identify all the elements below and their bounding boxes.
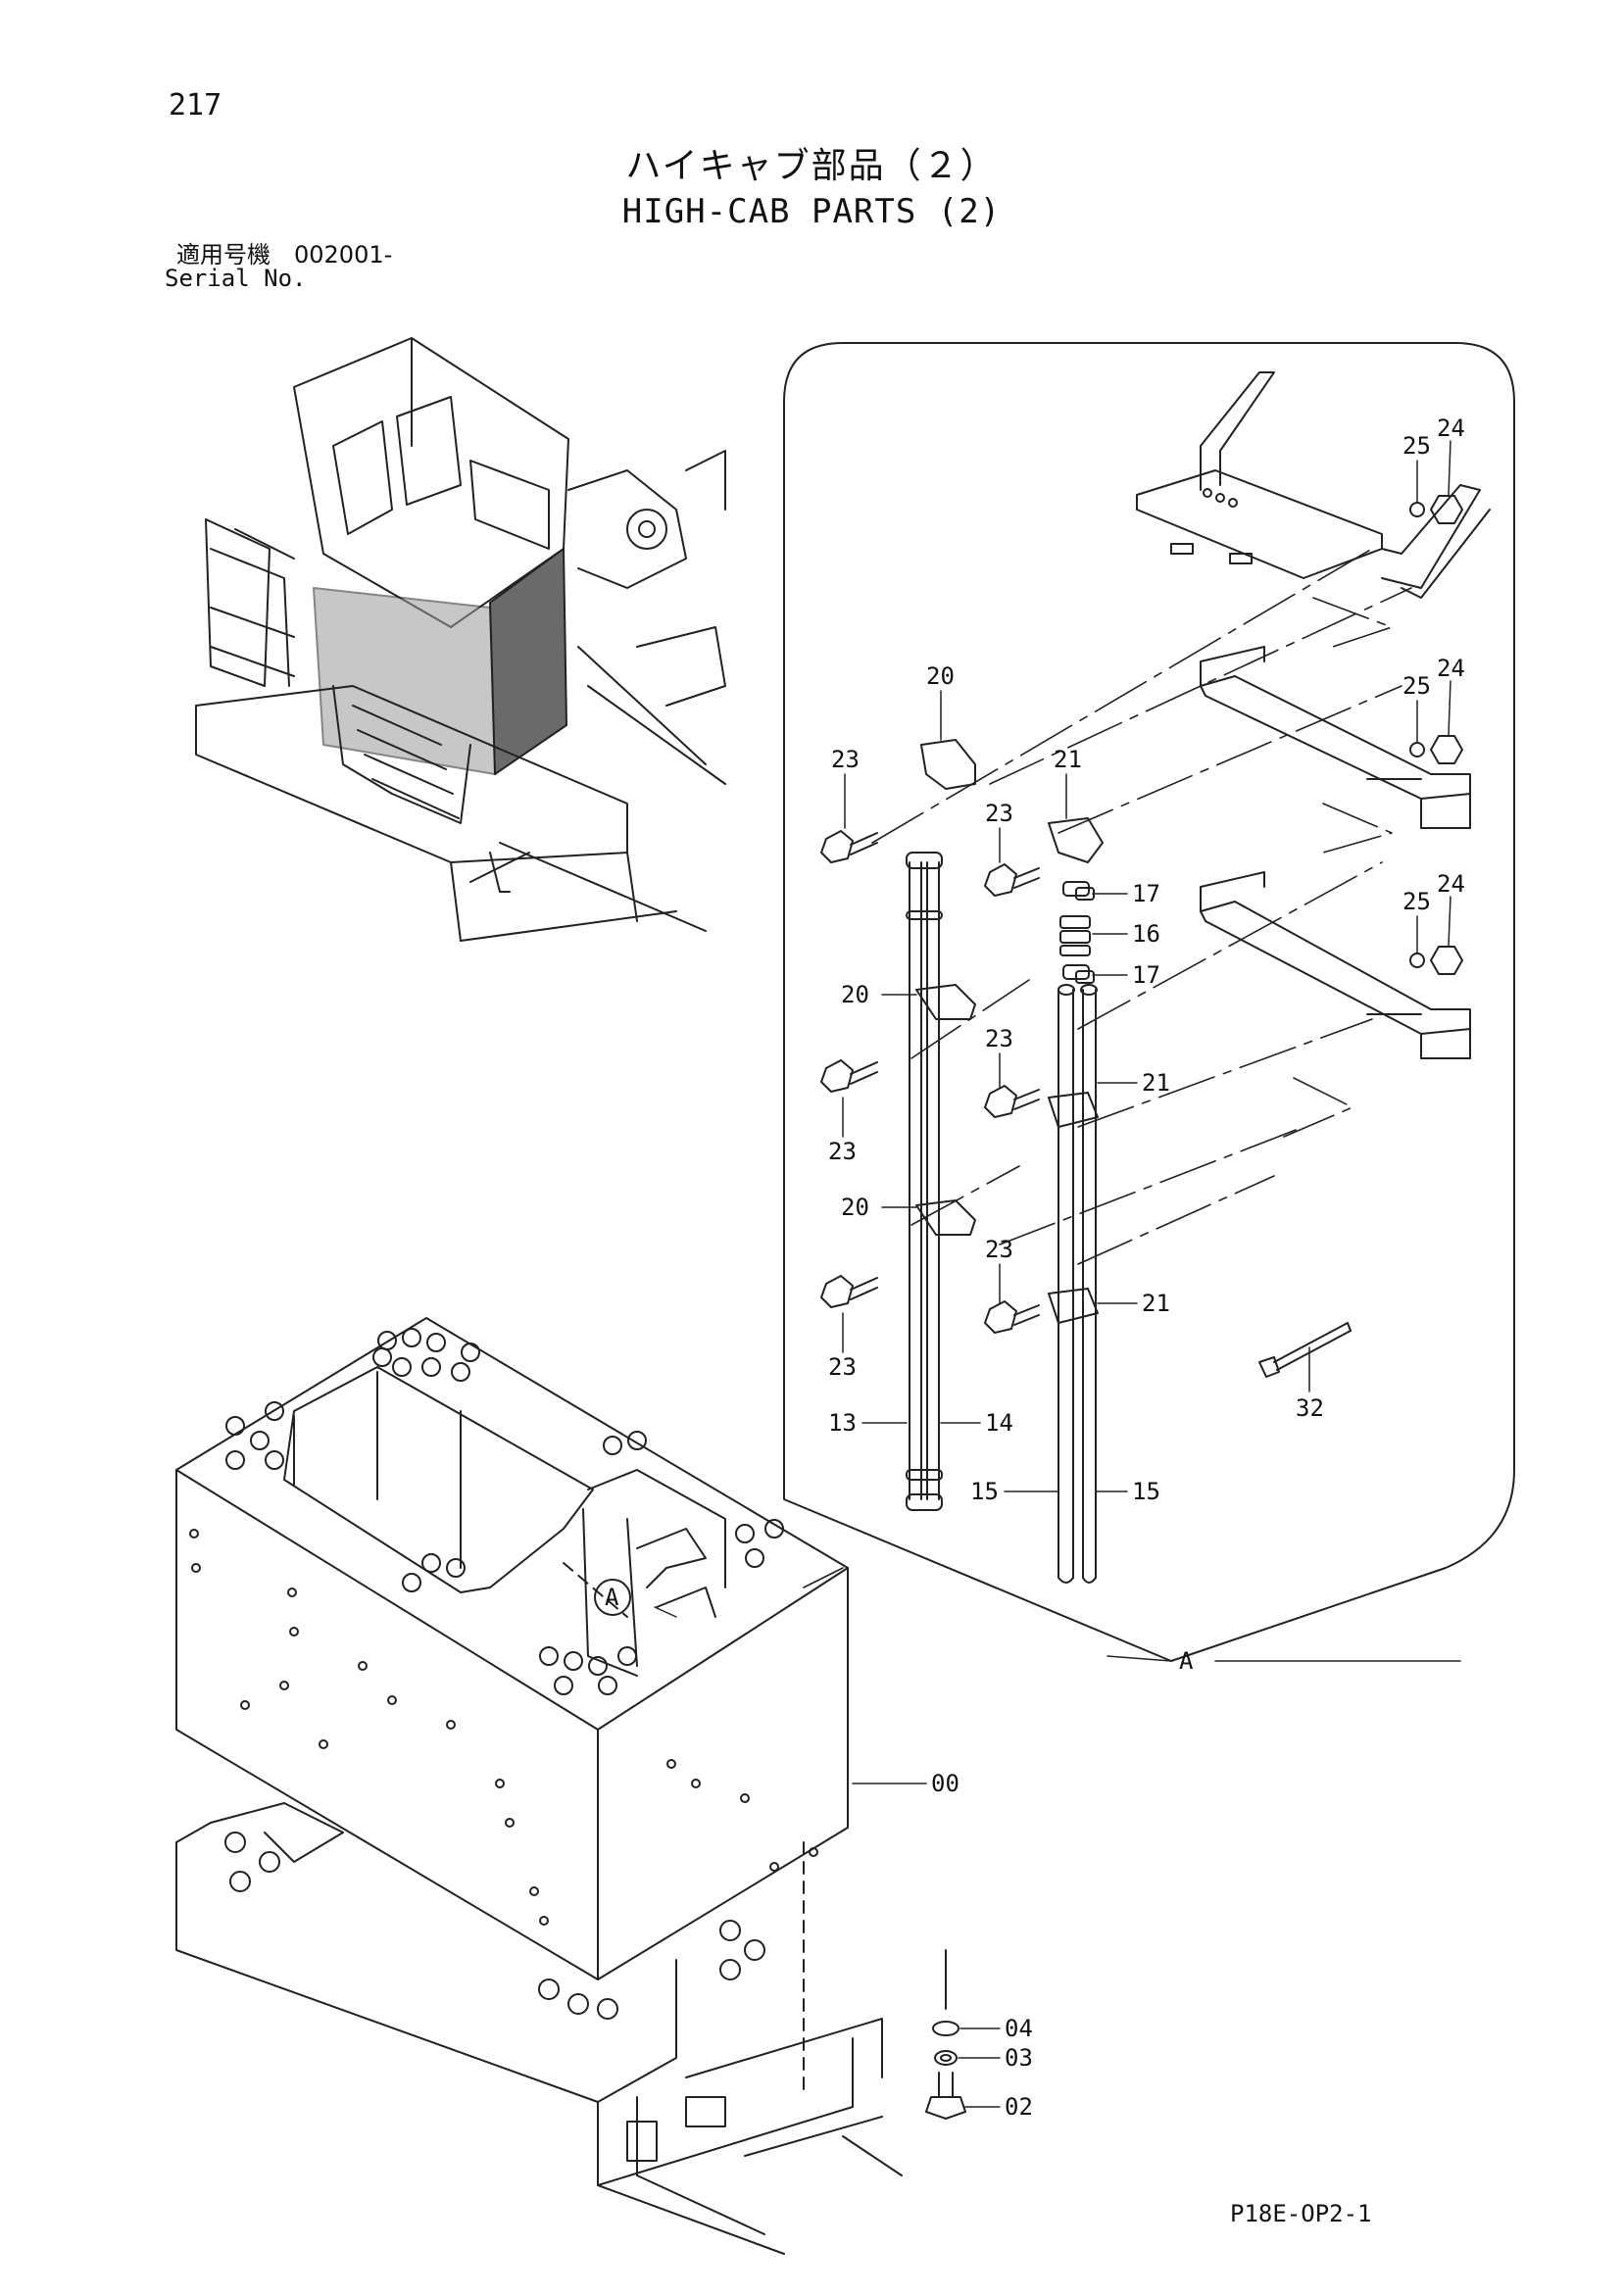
callout-20: 20 [926,662,955,690]
clamp-21 [1048,817,1104,1324]
detail-frame [782,342,1515,1662]
callout-25: 25 [1402,888,1431,915]
cable-tie-32 [1258,1322,1352,1378]
serial-label-english: Serial No. [165,265,307,292]
callout-13: 13 [828,1409,857,1437]
callout-02: 02 [1005,2093,1033,2121]
callout-20: 20 [841,1194,869,1221]
callout-23: 23 [985,800,1013,827]
callout-16: 16 [1132,920,1160,948]
callout-21: 21 [1142,1069,1170,1097]
callout-23: 23 [828,1353,857,1381]
callout-25: 25 [1402,672,1431,700]
bolts-23 [820,830,1040,1334]
callout-20: 20 [841,981,869,1008]
callout-A-circle: A [605,1584,619,1611]
callout-23: 23 [828,1138,857,1165]
assembly-lines [803,548,1412,1588]
pipes-15 [1057,984,1098,1584]
box-frame-assembly [175,1317,903,2255]
callout-23: 23 [985,1236,1013,1263]
callout-25: 25 [1402,432,1431,460]
leader-lines [654,440,1461,2108]
callout-32: 32 [1296,1394,1324,1422]
callout-24: 24 [1437,655,1465,682]
fittings-16-17 [1059,881,1095,984]
serial-label-japanese: 適用号機 002001- [176,241,393,269]
title-japanese: ハイキャブ部品（２） [625,146,998,186]
title-english: HIGH-CAB PARTS (2) [621,192,1002,231]
bracket-top [1136,371,1491,599]
callout-21: 21 [1054,746,1082,773]
pipes-13-14 [906,852,943,1511]
callout-14: 14 [985,1409,1013,1437]
callout-03: 03 [1005,2044,1033,2072]
callout-17: 17 [1132,961,1160,989]
page-number: 217 [169,88,222,122]
callout-04: 04 [1005,2015,1033,2042]
callout-21: 21 [1142,1290,1170,1317]
clamp-20 [915,739,976,1236]
callout-23: 23 [831,746,860,773]
callout-00: 00 [931,1770,959,1797]
callout-15: 15 [970,1478,999,1505]
callout-23: 23 [985,1025,1013,1052]
callout-A: A [1179,1647,1194,1675]
callout-15: 15 [1132,1478,1160,1505]
drawing-code: P18E-OP2-1 [1230,2200,1372,2227]
callout-24: 24 [1437,870,1465,898]
reference-A-circle [594,1579,631,1616]
callout-17: 17 [1132,880,1160,907]
callout-24: 24 [1437,415,1465,442]
nut-washer-set [1409,495,1463,975]
machine-overview-illustration [195,337,726,942]
bolt-washer-stack [925,1949,966,2120]
bracket-middle [1200,646,1471,829]
